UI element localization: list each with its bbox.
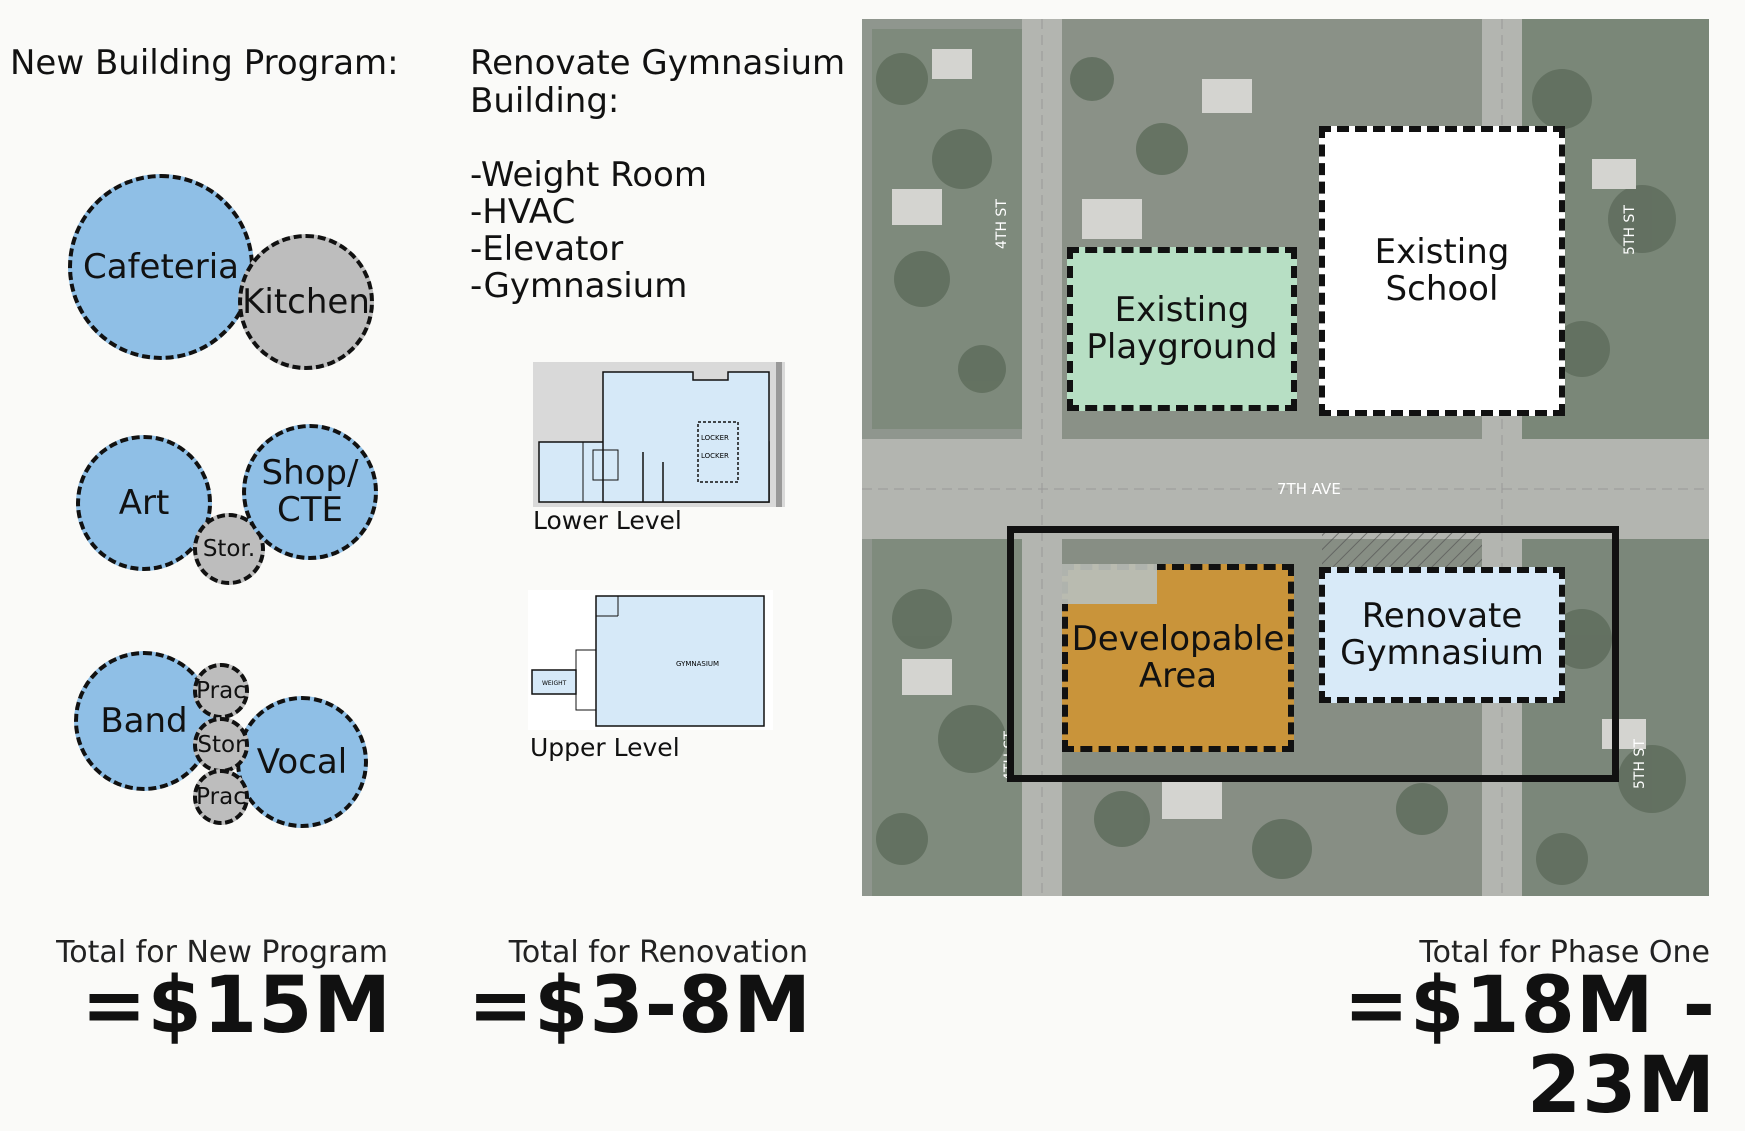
- lower-plan-drawing: LOCKER LOCKER: [533, 362, 785, 507]
- practice-bubble-1: Prac: [193, 663, 249, 719]
- kitchen-bubble: Kitchen: [238, 234, 374, 370]
- existing-school-zone: Existing School: [1319, 126, 1565, 416]
- hatched-cutout: [1062, 564, 1157, 604]
- renovation-list: -Weight Room -HVAC -Elevator -Gymnasium: [470, 157, 707, 305]
- upper-level-caption: Upper Level: [530, 733, 680, 762]
- upper-plan-drawing: GYMNASIUM WEIGHT: [528, 590, 773, 730]
- storage-bubble-2: Stor: [193, 717, 249, 773]
- phase-one-boundary: [1007, 526, 1619, 782]
- practice-bubble-2: Prac: [193, 769, 249, 825]
- lower-level-caption: Lower Level: [533, 506, 682, 535]
- band-label: Band: [100, 700, 188, 741]
- practice-label-2: Prac: [196, 784, 246, 810]
- renovation-total-label: Total for Renovation: [508, 935, 808, 970]
- lower-level-plan: LOCKER LOCKER: [533, 362, 785, 507]
- vocal-label: Vocal: [256, 741, 348, 782]
- renovate-heading: Renovate Gymnasium Building:: [470, 43, 846, 121]
- art-bubble: Art: [76, 435, 212, 571]
- cafeteria-label: Cafeteria: [83, 246, 239, 287]
- fifth-st-label-top: 5TH ST: [1622, 205, 1638, 255]
- new-program-heading: New Building Program:: [10, 43, 399, 83]
- existing-playground-zone: Existing Playground: [1067, 247, 1297, 411]
- shop-cte-bubble: Shop/ CTE: [242, 424, 378, 560]
- weight-plan-label: WEIGHT: [542, 680, 567, 687]
- practice-label-1: Prac: [196, 678, 246, 704]
- list-item: -Weight Room: [470, 155, 707, 195]
- phase-one-total-label: Total for Phase One: [1419, 935, 1710, 970]
- list-item: -Elevator: [470, 229, 624, 269]
- renovate-gymnasium-zone: Renovate Gymnasium: [1319, 567, 1565, 703]
- seventh-ave-label: 7TH AVE: [1277, 480, 1341, 498]
- storage-label-1: Stor.: [202, 536, 256, 562]
- fourth-st-label-top: 4TH ST: [994, 199, 1010, 249]
- list-item: -HVAC: [470, 192, 576, 232]
- new-program-total-label: Total for New Program: [56, 935, 388, 970]
- renovation-total-value: =$3-8M: [467, 961, 812, 1051]
- locker-label-2: LOCKER: [701, 452, 729, 460]
- locker-label-1: LOCKER: [701, 434, 729, 442]
- art-label: Art: [118, 482, 170, 523]
- phase-one-total-value: =$18M - 23M: [1343, 961, 1716, 1131]
- new-program-total-value: =$15M: [81, 961, 392, 1051]
- vocal-bubble: Vocal: [236, 696, 368, 828]
- band-bubble: Band: [74, 651, 214, 791]
- site-map: 4TH ST 5TH ST 7TH AVE 4TH ST 5TH ST Exis…: [862, 19, 1709, 896]
- upper-level-plan: GYMNASIUM WEIGHT: [528, 590, 773, 730]
- shop-cte-label: Shop/ CTE: [261, 453, 359, 530]
- fifth-st-label-bottom: 5TH ST: [1632, 739, 1648, 789]
- gymnasium-plan-label: GYMNASIUM: [676, 660, 719, 668]
- kitchen-label: Kitchen: [242, 281, 370, 322]
- cafeteria-bubble: Cafeteria: [68, 174, 254, 360]
- list-item: -Gymnasium: [470, 266, 688, 306]
- storage-label-2: Stor: [197, 732, 245, 758]
